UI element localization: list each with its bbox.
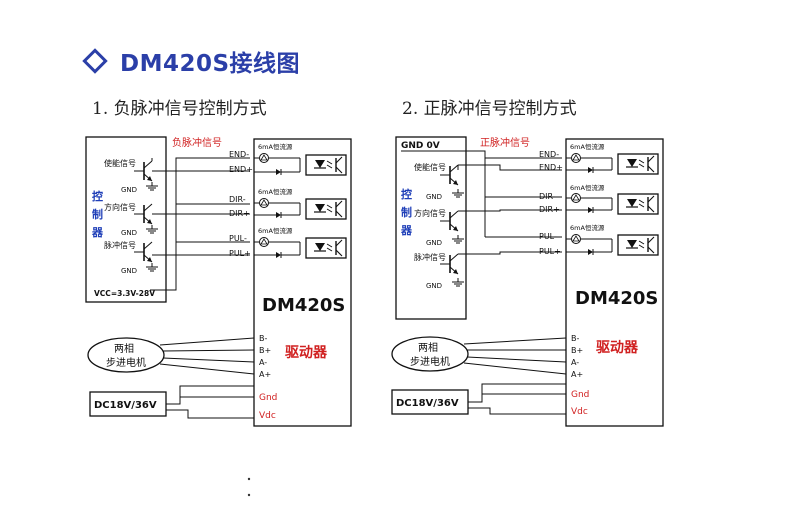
left-motor-line1: 两相 (114, 342, 134, 355)
left-pin-end-plus: END+ (229, 165, 253, 174)
left-pin-b-minus: B- (259, 334, 267, 343)
left-subtitle: 1. 负脉冲信号控制方式 (92, 99, 267, 119)
right-pin-b-plus: B+ (571, 346, 583, 355)
left-pulse-label: 脉冲信号 (104, 240, 136, 250)
right-pin-pul-minus: PUL- (539, 232, 557, 241)
left-diagram: 负脉冲信号 控 制 器 使能信号 GND 方向信号 GND 脉冲信号 GND V… (85, 136, 352, 427)
right-driver-label: 驱动器 (596, 339, 639, 356)
right-pin-pul-plus: PUL+ (539, 247, 561, 256)
dot-mark (247, 493, 251, 497)
right-pin-a-minus: A- (571, 358, 579, 367)
right-controller-box (395, 136, 467, 320)
right-gnd-2: GND (426, 239, 442, 247)
right-gnd-top: GND 0V (401, 141, 440, 151)
right-pin-dir-minus: DIR- (539, 192, 556, 201)
left-pin-b-plus: B+ (259, 346, 271, 355)
left-pin-dir-minus: DIR- (229, 195, 246, 204)
left-vcc-label: VCC=3.3V-28V (94, 289, 155, 298)
right-source-label-3: 6mA恒流源 (570, 223, 605, 232)
right-pin-b-minus: B- (571, 334, 579, 343)
left-channel-end: 6mA恒流源 (254, 142, 347, 176)
left-driver-model: DM420S (262, 295, 345, 316)
right-channel-end: 6mA恒流源 (566, 142, 659, 175)
left-controller-label-1: 控 (92, 189, 103, 203)
title-row: DM420S接线图 (82, 44, 301, 78)
right-source-label-1: 6mA恒流源 (570, 142, 605, 151)
right-signal-caption: 正脉冲信号 (480, 136, 530, 149)
right-gnd-1: GND (426, 193, 442, 201)
left-motor-line2: 步进电机 (106, 356, 146, 369)
right-controller-label-1: 控 (401, 187, 412, 201)
right-pin-end-minus: END- (539, 150, 559, 159)
left-motor-ellipse (87, 337, 165, 373)
left-source-label-1: 6mA恒流源 (258, 142, 293, 151)
left-channel-pul: 6mA恒流源 (254, 226, 347, 259)
right-pin-dir-plus: DIR+ (539, 205, 560, 214)
left-direction-label: 方向信号 (104, 202, 136, 212)
left-pin-end-minus: END- (229, 150, 249, 159)
left-channel-dir: 6mA恒流源 (254, 187, 347, 220)
right-motor-line1: 两相 (418, 341, 438, 354)
left-gnd-3: GND (121, 267, 137, 275)
right-pin-end-plus: END+ (539, 163, 563, 172)
right-subtitle: 2. 正脉冲信号控制方式 (402, 99, 577, 119)
left-pin-dir-plus: DIR+ (229, 209, 250, 218)
left-driver-box (253, 138, 352, 427)
left-power-label: DC18V/36V (94, 400, 157, 411)
left-driver-label: 驱动器 (285, 344, 328, 361)
left-controller-box (85, 136, 167, 303)
left-pin-a-minus: A- (259, 358, 267, 367)
left-controller-label-2: 制 (92, 207, 103, 221)
right-enable-label: 使能信号 (414, 162, 446, 172)
right-controller-label-2: 制 (401, 205, 412, 219)
dot-mark (247, 477, 251, 481)
left-pin-a-plus: A+ (259, 370, 271, 379)
left-power-box (89, 391, 167, 417)
right-channel-pul: 6mA恒流源 (566, 223, 659, 256)
right-motor-line2: 步进电机 (410, 355, 450, 368)
left-gnd-1: GND (121, 186, 137, 194)
right-pin-gnd: Gnd (571, 390, 589, 400)
right-gnd-3: GND (426, 282, 442, 290)
right-direction-label: 方向信号 (414, 208, 446, 218)
left-enable-label: 使能信号 (104, 158, 136, 168)
left-source-label-3: 6mA恒流源 (258, 226, 293, 235)
right-pin-vdc: Vdc (571, 407, 588, 417)
right-motor-ellipse (391, 336, 469, 372)
right-driver-model: DM420S (575, 288, 658, 309)
left-gnd-2: GND (121, 229, 137, 237)
page-title: DM420S接线图 (120, 51, 301, 77)
right-pin-a-plus: A+ (571, 370, 583, 379)
right-source-label-2: 6mA恒流源 (570, 183, 605, 192)
right-channel-dir: 6mA恒流源 (566, 183, 659, 215)
left-pin-gnd: Gnd (259, 393, 277, 403)
left-controller-label-3: 器 (91, 226, 104, 239)
left-pin-pul-minus: PUL- (229, 234, 247, 243)
right-driver-box (565, 138, 664, 427)
right-diagram: GND 0V 正脉冲信号 控 制 器 使能信号 GND 方向信号 GND 脉冲信… (391, 136, 664, 427)
right-power-label: DC18V/36V (396, 398, 459, 409)
right-pulse-label: 脉冲信号 (414, 252, 446, 262)
left-pin-vdc: Vdc (259, 411, 276, 421)
left-signal-caption: 负脉冲信号 (172, 136, 222, 149)
right-controller-label-3: 器 (400, 224, 413, 237)
left-source-label-2: 6mA恒流源 (258, 187, 293, 196)
left-pin-pul-plus: PUL+ (229, 249, 251, 258)
